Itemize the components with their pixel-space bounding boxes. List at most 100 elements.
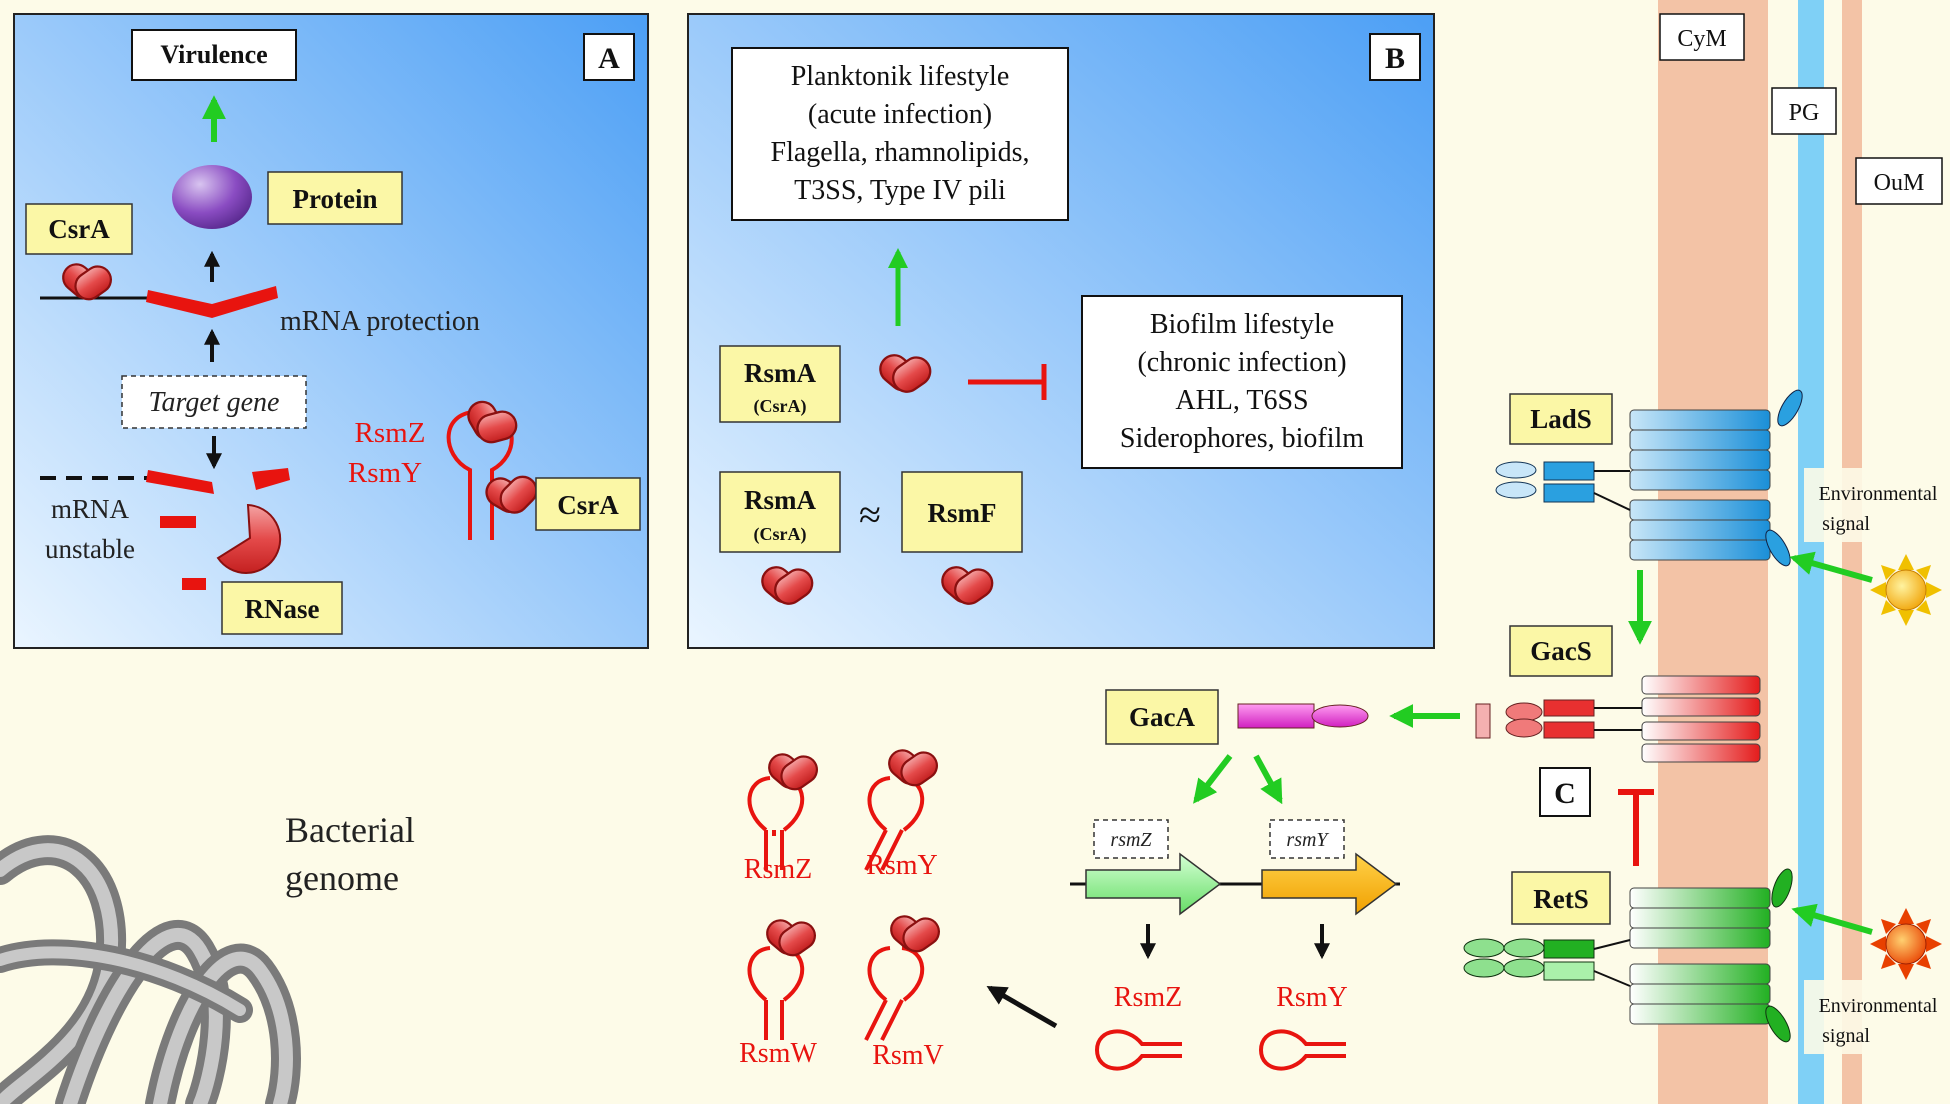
srna-sequestration-arrow xyxy=(986,985,1058,1029)
virulence-label: Virulence xyxy=(160,40,267,69)
biofilm-line4: Siderophores, biofilm xyxy=(1120,423,1364,454)
rna-rsmz-label: RsmZ xyxy=(1114,982,1182,1013)
panel-a-letter: A xyxy=(598,42,620,75)
sun-red-icon xyxy=(1870,908,1942,980)
bound-rsmy-label: RsmY xyxy=(866,850,938,881)
env-signal-2-box xyxy=(1804,980,1950,1054)
biofilm-line2: (chronic infection) xyxy=(1137,347,1346,378)
mrna-unstable-line2: unstable xyxy=(45,534,135,564)
dna-icon xyxy=(0,835,301,1104)
gaca-protein-icon xyxy=(1237,703,1369,729)
panel-c-letter-box xyxy=(1539,767,1591,817)
bound-rsmy-icon xyxy=(864,743,944,871)
outer-membrane xyxy=(1842,0,1862,1104)
env-signal-1-line2: signal xyxy=(1822,513,1870,535)
csra-label: CsrA xyxy=(48,214,110,244)
env-signal-1-arrow xyxy=(1789,551,1873,583)
gaca-to-rsmy-arrow xyxy=(1253,754,1283,805)
pg-label: PG xyxy=(1789,100,1820,126)
env-signal-1-box xyxy=(1804,468,1950,542)
sun-icon xyxy=(1870,554,1942,626)
csra-right-label: CsrA xyxy=(557,490,619,520)
panel-b-letter: B xyxy=(1385,42,1405,75)
target-gene-label: Target gene xyxy=(149,387,280,418)
genome-label-line2: genome xyxy=(285,858,399,898)
gene-rsmz-box xyxy=(1093,819,1169,859)
planktonic-line4: T3SS, Type IV pili xyxy=(794,175,1006,206)
env-signal-1-line1: Environmental xyxy=(1819,483,1938,505)
rets-label-box xyxy=(1511,871,1611,925)
rnase-label: RNase xyxy=(245,594,320,624)
env-signal-2-line1: Environmental xyxy=(1819,995,1938,1017)
csra-right-label-box xyxy=(535,477,641,531)
rsma-2-sublabel: (CsrA) xyxy=(754,524,807,545)
pg-label-box xyxy=(1771,87,1837,135)
panel-a-letter-box xyxy=(583,33,635,81)
gene-rsmz-arrow-icon xyxy=(1085,852,1222,916)
rsma-1-label-box xyxy=(719,345,841,423)
rna-rsmy-label: RsmY xyxy=(1276,982,1348,1013)
gene-rsmz-label: rsmZ xyxy=(1110,829,1152,851)
bound-rsmw-label: RsmW xyxy=(739,1038,817,1069)
gacs-receptor-icon xyxy=(1475,675,1761,763)
gaca-label-box xyxy=(1105,689,1219,745)
bound-rsmv-label: RsmV xyxy=(872,1040,944,1071)
srna-rsmz-label: RsmZ xyxy=(355,417,426,449)
biofilm-box xyxy=(1081,295,1403,469)
lads-label: LadS xyxy=(1530,404,1592,434)
approx-symbol: ≈ xyxy=(859,492,881,537)
protein-icon xyxy=(172,165,252,229)
cym-label: CyM xyxy=(1677,26,1726,52)
genome-label-line1: Bacterial xyxy=(285,810,415,850)
csra-label-box xyxy=(25,203,133,255)
rsmf-label: RsmF xyxy=(928,498,997,528)
protein-label: Protein xyxy=(293,184,378,214)
gaca-label: GacA xyxy=(1129,702,1195,732)
gacs-label: GacS xyxy=(1530,636,1592,666)
rnase-label-box xyxy=(221,581,343,635)
mrna-fragment-2 xyxy=(252,468,290,490)
protein-label-box xyxy=(267,171,403,225)
mrna-protection-label: mRNA protection xyxy=(280,306,480,337)
lads-label-box xyxy=(1509,393,1613,445)
mrna-fragment-1 xyxy=(146,470,214,494)
biofilm-line1: Biofilm lifestyle xyxy=(1150,309,1334,340)
mrna-fragment-3 xyxy=(160,516,196,528)
panel-c-letter: C xyxy=(1554,777,1576,810)
gaca-to-rsmz-arrow xyxy=(1193,754,1233,804)
gene-rsmy-arrow-icon xyxy=(1261,852,1398,916)
panel-a xyxy=(13,13,649,649)
rsmf-label-box xyxy=(901,471,1023,553)
planktonic-line3: Flagella, rhamnolipids, xyxy=(771,137,1030,168)
planktonic-line1: Planktonik lifestyle xyxy=(791,61,1010,92)
planktonic-line2: (acute infection) xyxy=(808,99,992,130)
mrna-protected-icon xyxy=(146,286,278,318)
rsmy-hairpin-icon xyxy=(1259,1029,1348,1071)
gene-rsmy-label: rsmY xyxy=(1286,829,1329,851)
rets-receptor-icon xyxy=(1463,868,1793,1043)
virulence-box xyxy=(131,29,297,81)
cym-label-box xyxy=(1659,13,1745,61)
srna-rsmy-label: RsmY xyxy=(348,457,422,489)
bound-rsmv-icon xyxy=(864,909,946,1041)
panel-b-letter-box xyxy=(1369,33,1421,81)
oum-label-box xyxy=(1855,157,1943,205)
gene-rsmy-box xyxy=(1269,819,1345,859)
rsma-1-label: RsmA xyxy=(744,358,816,388)
oum-label: OuM xyxy=(1874,170,1925,196)
env-signal-2-arrow xyxy=(1791,903,1873,935)
bound-rsmz-label: RsmZ xyxy=(744,854,812,885)
rsmz-hairpin-icon xyxy=(1095,1029,1184,1071)
bound-rsmz-icon xyxy=(747,747,824,870)
env-signal-2-line2: signal xyxy=(1822,1025,1870,1047)
lads-receptor-icon xyxy=(1495,389,1803,567)
rets-inhibition-line xyxy=(1618,789,1654,866)
mrna-unstable-line1: mRNA xyxy=(51,494,130,524)
biofilm-inhibition-line xyxy=(968,364,1047,400)
rnase-icon xyxy=(216,503,282,574)
gacs-label-box xyxy=(1509,625,1613,677)
planktonic-box xyxy=(731,47,1069,221)
biofilm-line3: AHL, T6SS xyxy=(1175,385,1308,416)
rsma-1-sublabel: (CsrA) xyxy=(754,396,807,417)
